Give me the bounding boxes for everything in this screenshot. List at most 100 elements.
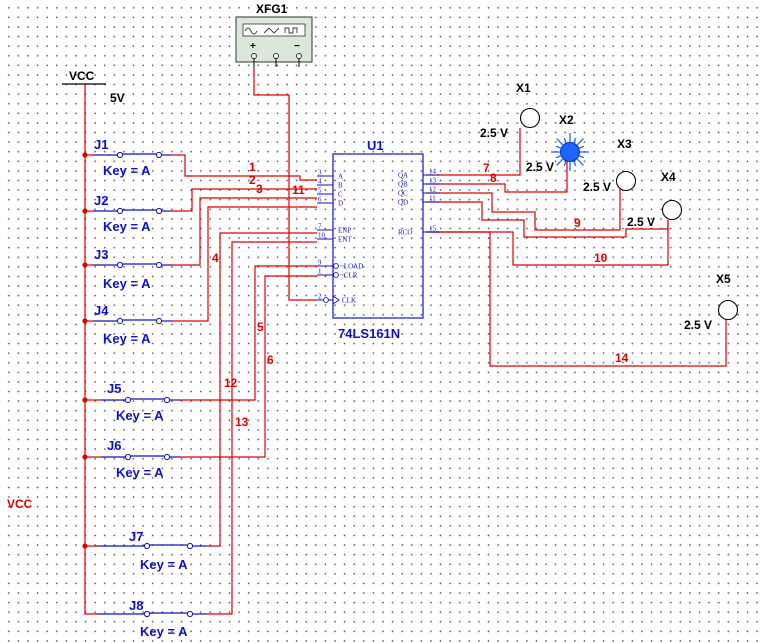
pin-name: ENT — [338, 236, 352, 244]
probe-x3[interactable]: X32.5 V — [583, 137, 637, 194]
switch-ref: J2 — [94, 193, 108, 208]
pin-name: CLK — [342, 297, 356, 305]
pin-name: C — [338, 191, 343, 199]
triangle-wave-icon — [263, 27, 280, 34]
pin-number: 7 — [318, 223, 322, 231]
pin-name: RCO — [398, 229, 412, 237]
function-generator-xfg1[interactable]: XFG1 + − — [235, 2, 313, 67]
chip-pin-nclr[interactable]: 1 ~CLR — [317, 268, 358, 280]
generator-ref: XFG1 — [256, 2, 288, 16]
probe-x2[interactable]: X2 2.5 V — [526, 113, 589, 174]
probe-lamp — [717, 299, 739, 321]
probe-x1[interactable]: X1 2.5 V — [480, 81, 541, 140]
probe-voltage: 2.5 V — [480, 126, 508, 140]
probe-ref: X4 — [661, 170, 676, 184]
pin-number: 10 — [318, 232, 326, 240]
switch-ref: J8 — [129, 598, 143, 613]
switch-key: Key = A — [140, 624, 188, 639]
probe-ref: X2 — [559, 113, 574, 127]
pin-name: ~LOAD — [340, 263, 363, 271]
switch-key: Key = A — [103, 276, 151, 291]
pin-number: 2 — [318, 293, 322, 301]
switch-key: Key = A — [103, 331, 151, 346]
probe-lamp-lit — [560, 142, 580, 162]
net-14: 14 — [615, 351, 629, 365]
switch-ref: J1 — [94, 137, 108, 152]
generator-pin-plus — [251, 53, 257, 59]
probe-x4[interactable]: X42.5 V — [627, 170, 683, 229]
pin-number: 1 — [318, 268, 322, 276]
pin-name: A — [338, 173, 343, 181]
net-8: 8 — [490, 171, 497, 185]
net-2: 2 — [249, 173, 256, 187]
junction-dots — [82, 152, 88, 549]
net-5: 5 — [257, 320, 264, 334]
net-13: 13 — [235, 415, 249, 429]
net-12: 12 — [224, 376, 238, 390]
switch-key: Key = A — [116, 408, 164, 423]
generator-pin-common — [273, 53, 279, 59]
pin-number: 3 — [318, 169, 322, 177]
pin-number: 5 — [318, 187, 322, 195]
probe-lamp — [615, 170, 637, 192]
net-4: 4 — [212, 251, 219, 265]
net-7: 7 — [483, 161, 490, 175]
chip-body — [332, 153, 424, 319]
pin-name: D — [338, 200, 343, 208]
chip-pin-nload[interactable]: 9~LOAD — [317, 259, 363, 271]
net-9: 9 — [574, 216, 581, 230]
probe-voltage: 2.5 V — [526, 160, 554, 174]
pin-name: ~CLR — [340, 272, 358, 280]
pin-number: 12 — [429, 186, 437, 194]
pin-number: 15 — [429, 225, 437, 233]
generator-plus-terminal: + — [250, 41, 256, 52]
switch-ref: J4 — [94, 303, 109, 318]
vcc-voltage: 5V — [110, 91, 125, 105]
net-11: 11 — [292, 183, 305, 197]
sine-wave-icon — [244, 27, 258, 35]
net-1: 1 — [249, 160, 256, 174]
square-wave-icon — [284, 27, 298, 34]
probe-lamp — [661, 199, 683, 221]
net-10: 10 — [594, 251, 608, 265]
switch-ref: J7 — [129, 529, 143, 544]
chip-ref: U1 — [367, 138, 384, 153]
probe-ref: X5 — [716, 272, 731, 286]
pin-name: QA — [398, 172, 408, 180]
generator-pin-minus — [296, 53, 302, 59]
probe-ref: X1 — [516, 81, 531, 95]
probe-x5[interactable]: X5 2.5 V — [684, 272, 739, 332]
vcc-supply[interactable]: VCC 5V — [62, 69, 125, 105]
pin-name: QC — [398, 190, 408, 198]
pin-number: 4 — [318, 178, 322, 186]
pin-number: 6 — [318, 196, 322, 204]
probe-voltage: 2.5 V — [684, 318, 712, 332]
vcc-side-label: VCC — [7, 497, 33, 511]
probe-voltage: 2.5 V — [583, 180, 611, 194]
switch-ref: J5 — [107, 381, 121, 396]
net-3: 3 — [256, 182, 263, 196]
pin-name: QB — [398, 181, 408, 189]
pin-name: ENP — [338, 227, 351, 235]
